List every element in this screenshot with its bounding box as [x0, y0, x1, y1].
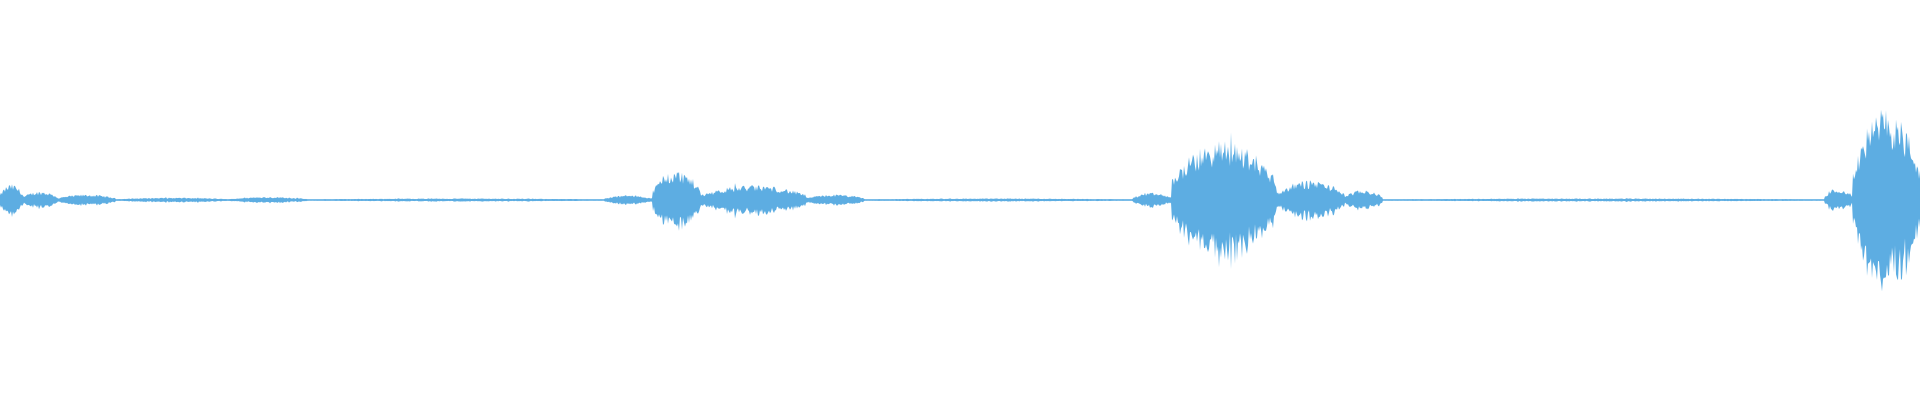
- waveform-path: [0, 109, 1920, 292]
